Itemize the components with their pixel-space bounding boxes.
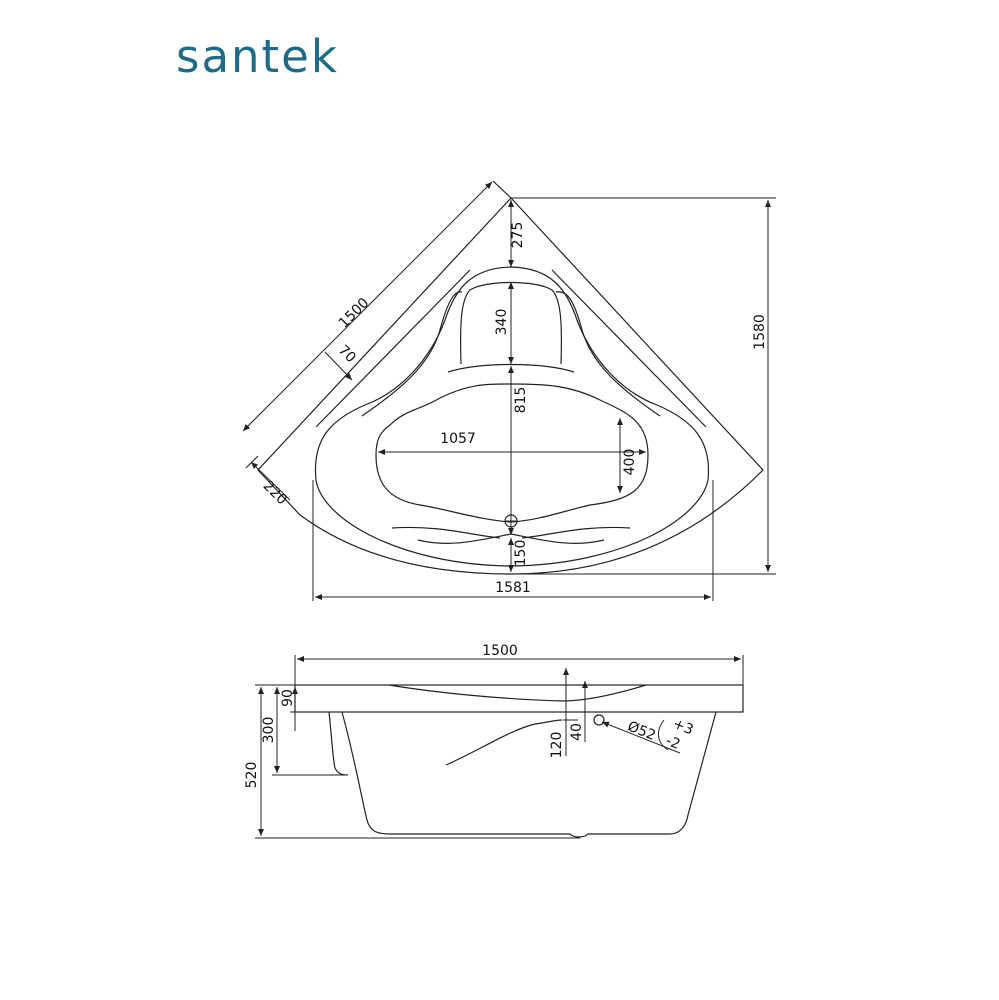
dim-line-70 xyxy=(324,351,353,381)
santek-logo: santek xyxy=(176,30,339,83)
dim-label-overflow-from-rim: 120 xyxy=(549,732,565,759)
dim-label-front-rim: 150 xyxy=(513,540,529,567)
side-view: Ø52 +3 -2 1500 520 300 90 120 40 xyxy=(244,643,744,839)
dim-ext-220 xyxy=(245,455,259,469)
dim-label-basin-length: 815 xyxy=(513,387,529,414)
overflow-leader xyxy=(601,721,681,754)
rim-inner-curve xyxy=(388,684,647,702)
apron xyxy=(328,711,349,776)
dim-label-overflow-diameter: Ø52 xyxy=(625,718,658,744)
dim-label-total-height: 520 xyxy=(244,762,260,789)
deck-line-right xyxy=(551,269,707,428)
dim-label-apron-height: 300 xyxy=(261,717,277,744)
tolerance-bracket xyxy=(658,719,669,751)
dim-label-depth: 1580 xyxy=(752,314,768,350)
dim-label-apron-offset: 220 xyxy=(260,478,290,508)
dim-line-220 xyxy=(250,461,291,501)
dim-label-rim-width: 70 xyxy=(335,342,359,366)
overflow-hole-icon xyxy=(593,714,605,726)
tub-body xyxy=(341,711,717,838)
dim-line-1500-diagonal xyxy=(242,181,493,432)
dim-label-basin-width: 1057 xyxy=(440,431,476,447)
basin-contour xyxy=(375,383,649,523)
tolerance-minus: -2 xyxy=(664,733,683,753)
top-view: 1500 70 220 275 340 815 1057 400 150 158… xyxy=(242,180,776,601)
dim-label-headrest: 340 xyxy=(494,309,510,336)
dim-label-overflow-offset: 40 xyxy=(569,723,585,741)
deck-line-left-inner xyxy=(361,291,463,417)
dim-label-length: 1500 xyxy=(482,643,518,659)
seat-line xyxy=(391,526,631,539)
dim-label-basin-end-width: 400 xyxy=(622,449,638,476)
dim-label-rim-height: 90 xyxy=(280,689,296,707)
dim-label-side-length: 1500 xyxy=(336,295,373,332)
dim-label-corner-to-headrest: 275 xyxy=(510,222,526,249)
tolerance-plus: +3 xyxy=(671,716,696,739)
inner-slope xyxy=(445,719,563,766)
deck-line-right-inner xyxy=(555,291,661,417)
tub-outer-edge-left xyxy=(492,180,512,199)
dim-label-width: 1581 xyxy=(495,580,531,596)
